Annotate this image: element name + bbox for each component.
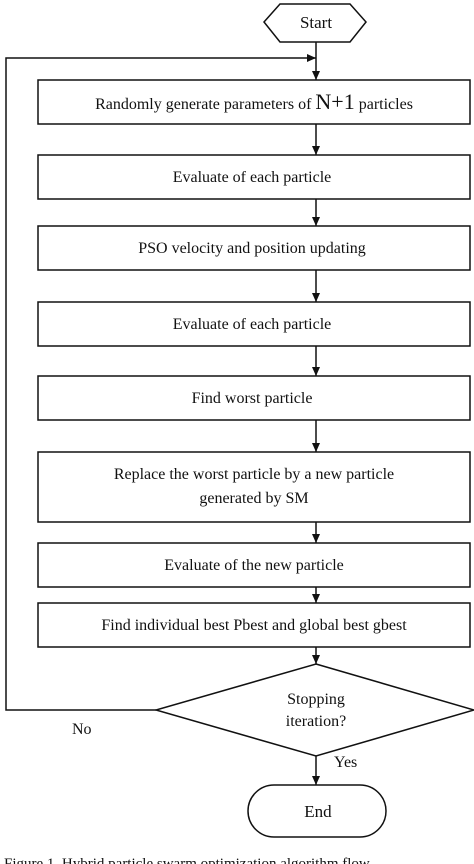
step-1-label: Randomly generate parameters of N+1 part… bbox=[95, 89, 413, 114]
step-6-label-line-2: generated by SM bbox=[199, 490, 308, 507]
step-6-label-line-1: Replace the worst particle by a new part… bbox=[114, 466, 394, 483]
step-2-label: Evaluate of each particle bbox=[173, 169, 332, 186]
step-6-box bbox=[37, 451, 471, 523]
step-8-label: Find individual best Pbest and global be… bbox=[101, 617, 407, 634]
start-label: Start bbox=[300, 13, 332, 32]
end-terminal bbox=[247, 784, 387, 838]
step-3-box bbox=[37, 225, 471, 271]
step-1-box bbox=[37, 79, 471, 125]
decision-label-line-1: Stopping bbox=[287, 691, 345, 708]
yes-label: Yes bbox=[334, 754, 357, 771]
no-loop-arrow bbox=[5, 54, 316, 711]
no-label: No bbox=[72, 721, 92, 738]
step-5-box bbox=[37, 375, 471, 421]
step-7-label: Evaluate of the new particle bbox=[164, 557, 343, 574]
end-label: End bbox=[304, 802, 332, 821]
step-7-box bbox=[37, 542, 471, 588]
step-2-box bbox=[37, 154, 471, 200]
start-terminal bbox=[263, 3, 367, 43]
figure-caption: Figure 1. Hybrid particle swarm optimiza… bbox=[4, 856, 370, 864]
decision-diamond bbox=[153, 663, 474, 757]
step-4-box bbox=[37, 301, 471, 347]
decision-label-line-2: iteration? bbox=[286, 713, 346, 730]
step-3-label: PSO velocity and position updating bbox=[138, 240, 366, 257]
step-4-label: Evaluate of each particle bbox=[173, 316, 332, 333]
step-5-label: Find worst particle bbox=[192, 390, 313, 407]
step-8-box bbox=[37, 602, 471, 648]
